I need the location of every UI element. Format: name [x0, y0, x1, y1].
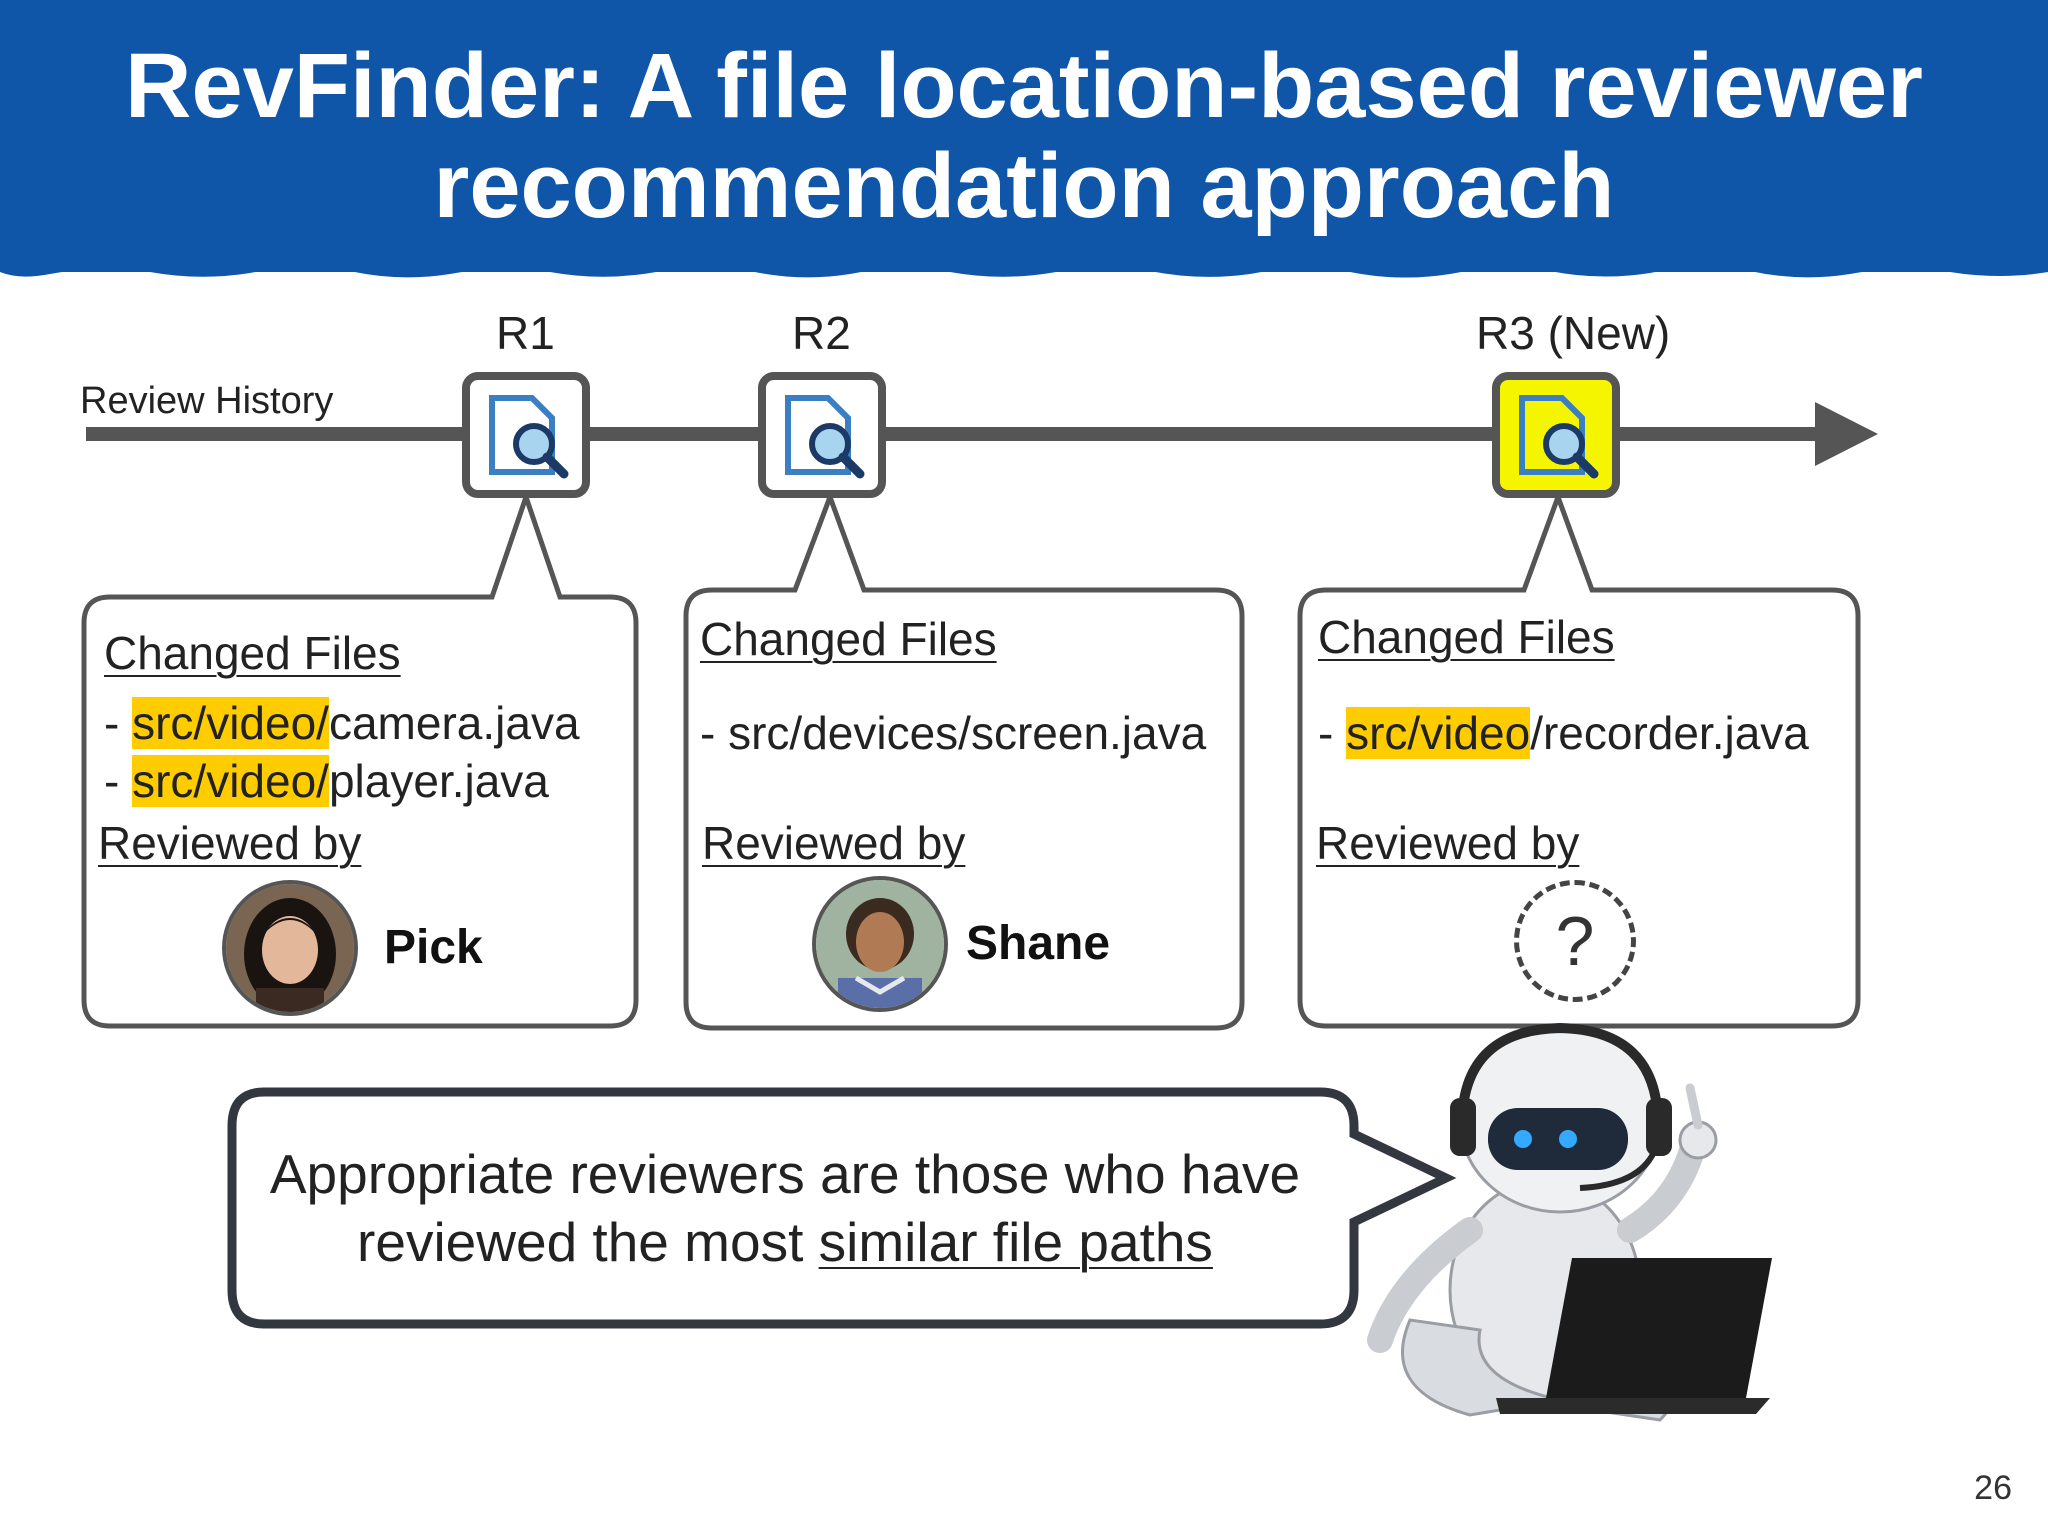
file-name: /recorder.java [1530, 707, 1809, 759]
file-prefix: - [700, 707, 729, 759]
review-r2-label: R2 [792, 307, 851, 359]
card-r3-heading: Changed Files [1318, 611, 1615, 663]
timeline-arrowhead [1815, 402, 1878, 466]
card-r3-file-1: - src/video/recorder.java [1318, 706, 1809, 760]
slide-title: RevFinder: A file location-based reviewe… [40, 36, 2008, 236]
slide-title-line-1: RevFinder: A file location-based reviewe… [125, 35, 1923, 137]
review-r1-icon [462, 372, 590, 498]
review-r3-label: R3 (New) [1476, 307, 1671, 359]
card-r1-file-1: - src/video/camera.java [104, 696, 580, 750]
title-banner-torn-edge [0, 262, 2048, 278]
title-banner: RevFinder: A file location-based reviewe… [0, 0, 2048, 272]
file-name: camera.java [328, 697, 580, 749]
page-number: 26 [1974, 1469, 2012, 1507]
card-r2-outline [683, 489, 1245, 1031]
file-highlighted-path: src/video/ [132, 697, 329, 749]
file-highlighted-path: src/video [1346, 707, 1531, 759]
card-r1-file-2: - src/video/player.java [104, 754, 549, 808]
card-r2-file-1: - src/devices/screen.java [700, 706, 1206, 760]
callout-line-2-start: reviewed the most [357, 1211, 819, 1273]
file-name: player.java [328, 755, 549, 807]
file-name: src/devices/screen.java [728, 707, 1207, 759]
card-r1-heading: Changed Files [104, 627, 401, 679]
unknown-reviewer-icon: ? [1514, 880, 1636, 1002]
file-highlighted-path: src/video/ [132, 755, 329, 807]
reviewer-pick-avatar [222, 880, 358, 1016]
reviewer-shane-avatar [812, 876, 948, 1012]
review-r1-label: R1 [496, 307, 555, 359]
card-r3-outline [1297, 489, 1861, 1029]
slide-title-line-2: recommendation approach [433, 135, 1615, 237]
review-r2-icon [758, 372, 886, 498]
file-prefix: - [1318, 707, 1347, 759]
card-r2-heading: Changed Files [700, 613, 997, 665]
callout-text: Appropriate reviewers are those who have… [240, 1140, 1330, 1276]
review-history-label: Review History [80, 380, 334, 422]
reviewer-pick-name: Pick [384, 921, 483, 974]
card-r2-reviewed-by: Reviewed by [702, 817, 966, 869]
review-r3-new-icon [1492, 372, 1620, 498]
file-prefix: - [104, 755, 133, 807]
callout-line-2-emphasis: similar file paths [818, 1211, 1213, 1273]
robot-illustration [1367, 1022, 1772, 1422]
callout-line-1: Appropriate reviewers are those who have [269, 1143, 1301, 1205]
card-r1-reviewed-by: Reviewed by [98, 817, 362, 869]
card-r1-outline [81, 489, 639, 1029]
file-prefix: - [104, 697, 133, 749]
callout-bubble [227, 1087, 1457, 1329]
card-r3-reviewed-by: Reviewed by [1316, 817, 1580, 869]
laptop [1546, 1258, 1772, 1398]
reviewer-shane-name: Shane [966, 917, 1111, 970]
